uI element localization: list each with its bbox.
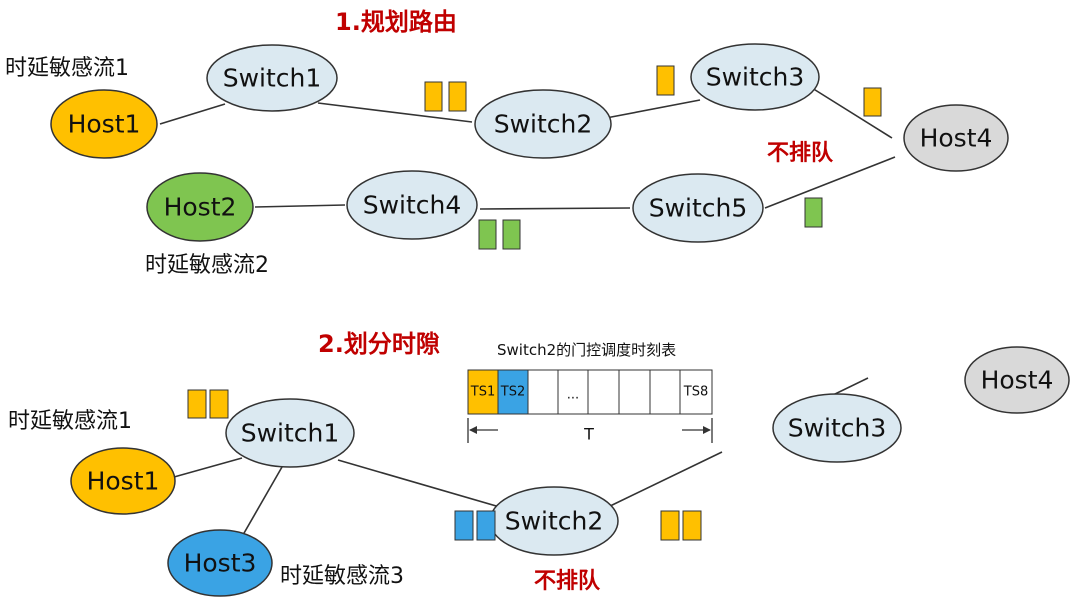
packets-flow2-s1 bbox=[478, 219, 521, 250]
flow1-label-s2: 时延敏感流1 bbox=[8, 409, 132, 434]
no-queue-label-2: 不排队 bbox=[534, 569, 601, 594]
link-switch2-switch3 bbox=[605, 451, 723, 509]
packet-icon bbox=[209, 389, 229, 419]
arrow-left-icon bbox=[469, 426, 477, 434]
flow2-label: 时延敏感流2 bbox=[145, 253, 269, 278]
link-switch3-host4 bbox=[811, 87, 893, 139]
slot-7 bbox=[649, 369, 681, 415]
packets-flow3-s2 bbox=[454, 510, 496, 541]
node-label: Host1 bbox=[87, 467, 160, 496]
node-label: Switch1 bbox=[241, 419, 340, 448]
packets-flow1-s2-switch2 bbox=[660, 510, 702, 541]
node-label: Switch3 bbox=[706, 63, 805, 92]
link-switch4-switch5 bbox=[479, 207, 631, 210]
link-switch1-switch2 bbox=[337, 459, 511, 511]
node-label: Switch2 bbox=[505, 507, 604, 536]
node-label: Host2 bbox=[164, 193, 237, 222]
node-host4-s1[interactable]: Host4 bbox=[903, 104, 1009, 172]
node-label: Switch2 bbox=[494, 110, 593, 139]
gate-schedule-table: TS1 TS2 ... TS8 T bbox=[467, 369, 713, 444]
packet-icon bbox=[660, 510, 680, 541]
node-host1-s2[interactable]: Host1 bbox=[70, 447, 176, 515]
node-label: Switch4 bbox=[363, 191, 462, 220]
packet-icon bbox=[478, 219, 497, 250]
slot-6 bbox=[618, 369, 651, 415]
node-switch3-s2[interactable]: Switch3 bbox=[772, 393, 902, 463]
arrow-right-icon bbox=[703, 426, 711, 434]
packet-icon bbox=[682, 510, 702, 541]
packets-flow1-s2-source bbox=[187, 389, 229, 419]
link-host2-switch4 bbox=[254, 204, 346, 208]
node-host2-s1[interactable]: Host2 bbox=[146, 172, 254, 242]
flow1-label: 时延敏感流1 bbox=[5, 56, 129, 81]
node-label: Host3 bbox=[184, 549, 257, 578]
section1-links bbox=[159, 87, 896, 210]
node-switch4-s1[interactable]: Switch4 bbox=[346, 170, 478, 240]
packet-icon bbox=[656, 65, 675, 96]
node-label: Switch5 bbox=[649, 194, 748, 223]
node-switch1-s1[interactable]: Switch1 bbox=[206, 44, 338, 112]
section1-title: 1.规划路由 bbox=[335, 8, 457, 36]
link-host1-switch1 bbox=[159, 103, 226, 125]
schedule-title: Switch2的门控调度时刻表 bbox=[497, 341, 676, 359]
node-switch5-s1[interactable]: Switch5 bbox=[632, 173, 764, 243]
node-label: Host1 bbox=[68, 110, 141, 139]
slot-label: TS2 bbox=[500, 385, 525, 400]
packet-icon bbox=[454, 510, 474, 541]
section2-title: 2.划分时隙 bbox=[318, 330, 440, 358]
slot-3 bbox=[527, 369, 559, 415]
packet-icon bbox=[424, 81, 443, 112]
node-host4-s2[interactable]: Host4 bbox=[964, 346, 1070, 414]
no-queue-label-1: 不排队 bbox=[767, 141, 834, 166]
node-label: Switch1 bbox=[223, 64, 322, 93]
slot-ts1 bbox=[467, 369, 499, 415]
node-host3-s2[interactable]: Host3 bbox=[167, 529, 273, 597]
node-host1-s1[interactable]: Host1 bbox=[50, 89, 158, 159]
node-switch2-s2[interactable]: Switch2 bbox=[489, 486, 619, 556]
packet-icon bbox=[476, 510, 496, 541]
slot-label: TS8 bbox=[683, 385, 708, 400]
flow3-label: 时延敏感流3 bbox=[280, 564, 404, 589]
link-switch2-switch3 bbox=[605, 99, 701, 119]
node-label: Host4 bbox=[920, 124, 993, 153]
slot-4 bbox=[557, 369, 589, 415]
link-switch5-host4 bbox=[764, 156, 896, 209]
node-label: Host4 bbox=[981, 366, 1054, 395]
period-label: T bbox=[583, 425, 594, 444]
link-host1-switch1 bbox=[173, 457, 243, 478]
packet-icon bbox=[804, 197, 823, 228]
slot-label: TS1 bbox=[470, 385, 495, 400]
node-switch2-s1[interactable]: Switch2 bbox=[474, 89, 612, 159]
packet-icon bbox=[863, 87, 882, 117]
node-switch1-s2[interactable]: Switch1 bbox=[225, 398, 355, 468]
packet-icon bbox=[448, 81, 467, 112]
slot-label: ... bbox=[567, 388, 579, 403]
node-label: Switch3 bbox=[788, 414, 887, 443]
packet-icon bbox=[502, 219, 521, 250]
node-switch3-s1[interactable]: Switch3 bbox=[690, 43, 820, 111]
packets-flow1-s1a bbox=[424, 81, 467, 112]
link-switch1-switch2 bbox=[317, 102, 473, 123]
packet-icon bbox=[187, 389, 207, 419]
slot-5 bbox=[587, 369, 620, 415]
slot-ts8 bbox=[679, 369, 713, 415]
